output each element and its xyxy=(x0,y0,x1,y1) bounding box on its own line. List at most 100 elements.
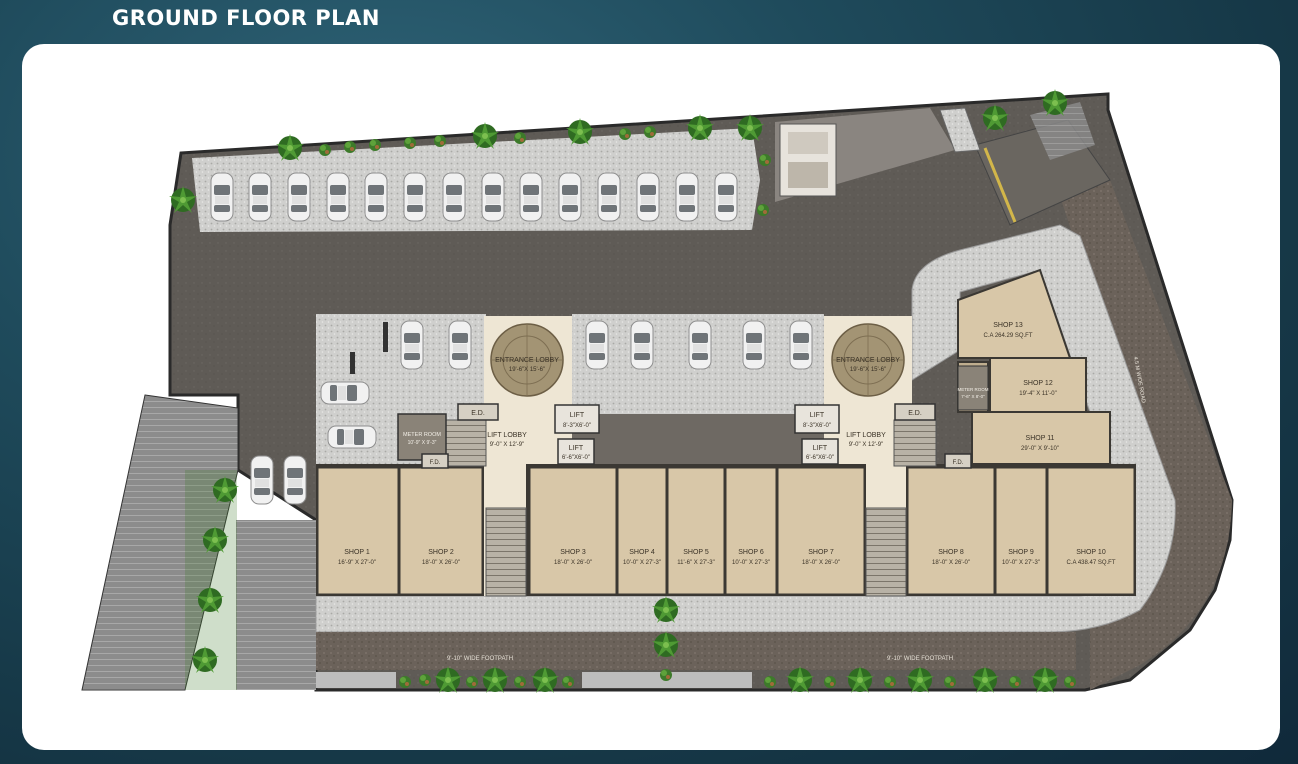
left-ramp xyxy=(81,394,316,691)
shop-3-name: SHOP 3 xyxy=(560,549,586,556)
staircase xyxy=(445,419,487,467)
shop-5-size: 11'-6" X 27'-3" xyxy=(677,560,714,566)
meter-room-2-size: 7'-6" X 8'-0" xyxy=(961,394,985,399)
shop-12-name: SHOP 12 xyxy=(1023,380,1053,387)
parked-car xyxy=(597,172,621,222)
ed-room-2: E.D. xyxy=(894,403,936,421)
shop-12-size: 19'-4" X 11'-0" xyxy=(1019,391,1056,397)
fd-room-1: F.D. xyxy=(421,453,449,469)
parked-car xyxy=(714,172,738,222)
fd-room-2-label: F.D. xyxy=(953,460,964,466)
parked-car xyxy=(742,320,766,370)
lift-2: LIFT 6'-6"X6'-0" xyxy=(557,438,595,465)
lift-3-label: LIFT xyxy=(810,412,825,419)
shop-1-name: SHOP 1 xyxy=(344,549,370,556)
entrance-lobby-2-size: 19'-6"X 15'-6" xyxy=(850,367,886,373)
parked-car xyxy=(327,425,377,449)
parked-car xyxy=(630,320,654,370)
lift-4-size: 6'-6"X6'-0" xyxy=(806,455,834,461)
ed-room-1-label: E.D. xyxy=(471,410,485,417)
parked-car xyxy=(320,381,370,405)
shop-11[interactable]: SHOP 11 29'-0" X 9'-10" xyxy=(1021,435,1059,452)
parked-car xyxy=(558,172,582,222)
shop-7-size: 18'-0" X 26'-0" xyxy=(802,560,840,566)
shop-1[interactable]: SHOP 1 16'-9" X 27'-0" xyxy=(317,467,399,595)
parked-car xyxy=(250,455,274,505)
staircase xyxy=(485,507,527,597)
ed-room-1: E.D. xyxy=(457,403,499,421)
footpath-strip: 9'-10" WIDE FOOTPATH 9'-10" WIDE FOOTPAT… xyxy=(316,356,1146,688)
shop-6[interactable]: SHOP 6 10'-0" X 27'-3" xyxy=(725,467,777,595)
shop-10-name: SHOP 10 xyxy=(1076,549,1106,556)
shop-13[interactable]: SHOP 13 C.A 264.29 SQ.FT xyxy=(983,322,1032,339)
ed-room-2-label: E.D. xyxy=(908,410,922,417)
shop-3[interactable]: SHOP 3 18'-0" X 26'-0" xyxy=(529,467,617,595)
shop-11-name: SHOP 11 xyxy=(1026,435,1055,442)
page-title: GROUND FLOOR PLAN xyxy=(112,6,380,30)
shop-9[interactable]: SHOP 9 10'-0" X 27'-3" xyxy=(995,467,1047,595)
shop-10-size: C.A 438.47 SQ.FT xyxy=(1066,560,1115,566)
shop-5-name: SHOP 5 xyxy=(683,549,709,556)
lift-lobby-1-size: 9'-0" X 12'-9" xyxy=(490,442,525,448)
lift-2-label: LIFT xyxy=(569,445,584,452)
footpath-left-label: 9'-10" WIDE FOOTPATH xyxy=(447,656,513,662)
lift-4-label: LIFT xyxy=(813,445,828,452)
parked-car xyxy=(364,172,388,222)
shop-9-size: 10'-0" X 27'-3" xyxy=(1002,560,1040,566)
parked-car xyxy=(400,320,424,370)
shop-4-size: 10'-0" X 27'-3" xyxy=(623,560,661,566)
lift-4: LIFT 6'-6"X6'-0" xyxy=(801,438,839,465)
shop-2[interactable]: SHOP 2 18'-0" X 26'-0" xyxy=(399,467,483,595)
lift-lobby-1-label: LIFT LOBBY xyxy=(487,432,527,439)
parked-car xyxy=(688,320,712,370)
shop-2-name: SHOP 2 xyxy=(428,549,454,556)
parked-car xyxy=(585,320,609,370)
shop-8[interactable]: SHOP 8 18'-0" X 26'-0" xyxy=(907,467,995,595)
parked-car xyxy=(248,172,272,222)
shop-12[interactable]: SHOP 12 19'-4" X 11'-0" xyxy=(1019,380,1056,397)
shop-9-name: SHOP 9 xyxy=(1008,549,1034,556)
shop-8-size: 18'-0" X 26'-0" xyxy=(932,560,970,566)
shop-6-size: 10'-0" X 27'-3" xyxy=(732,560,770,566)
gate-house xyxy=(775,107,981,202)
lift-2-size: 6'-6"X6'-0" xyxy=(562,455,590,461)
parked-car xyxy=(789,320,813,370)
shop-4[interactable]: SHOP 4 10'-0" X 27'-3" xyxy=(617,467,667,595)
shop-4-name: SHOP 4 xyxy=(629,549,655,556)
parked-car xyxy=(210,172,234,222)
shop-3-size: 18'-0" X 26'-0" xyxy=(554,560,592,566)
lift-3: LIFT 8'-3"X6'-0" xyxy=(794,404,840,434)
entrance-lobby-2-label: ENTRANCE LOBBY xyxy=(836,357,900,364)
shop-13-size: C.A 264.29 SQ.FT xyxy=(983,333,1032,339)
parked-car xyxy=(326,172,350,222)
parked-car xyxy=(448,320,472,370)
lift-lobby-2-size: 9'-0" X 12'-9" xyxy=(849,442,884,448)
meter-room-1-size: 10'-9" X 9'-3" xyxy=(408,440,437,446)
parked-car xyxy=(636,172,660,222)
shop-2-size: 18'-0" X 26'-0" xyxy=(422,560,460,566)
lift-3-size: 8'-3"X6'-0" xyxy=(803,423,831,429)
shop-5[interactable]: SHOP 5 11'-6" X 27'-3" xyxy=(667,467,725,595)
shop-7[interactable]: SHOP 7 18'-0" X 26'-0" xyxy=(777,467,865,595)
fd-room-1-label: F.D. xyxy=(430,460,441,466)
meter-room-1-label: METER ROOM xyxy=(403,432,441,438)
shop-7-name: SHOP 7 xyxy=(808,549,834,556)
fd-room-2: F.D. xyxy=(944,453,972,469)
entrance-lobby-1-size: 19'-6"X 15'-6" xyxy=(509,367,545,373)
parked-car xyxy=(442,172,466,222)
shop-8-name: SHOP 8 xyxy=(938,549,964,556)
staircase xyxy=(865,507,907,597)
meter-room-2-label: METER ROOM xyxy=(958,387,989,392)
lobby-core-1: ENTRANCE LOBBY 19'-6"X 15'-6" LIFT LOBBY… xyxy=(445,323,564,597)
parked-car xyxy=(675,172,699,222)
meter-room-1: METER ROOM 10'-9" X 9'-3" xyxy=(397,413,447,461)
shop-10[interactable]: SHOP 10 C.A 438.47 SQ.FT xyxy=(1047,467,1135,595)
lift-1-size: 8'-3"X6'-0" xyxy=(563,423,591,429)
entrance-driveway xyxy=(974,102,1111,226)
staircase xyxy=(893,419,937,467)
lift-lobby-2-label: LIFT LOBBY xyxy=(846,432,886,439)
parking-strip-top xyxy=(192,128,760,232)
shop-13-name: SHOP 13 xyxy=(993,322,1023,329)
shop-1-size: 16'-9" X 27'-0" xyxy=(338,560,376,566)
